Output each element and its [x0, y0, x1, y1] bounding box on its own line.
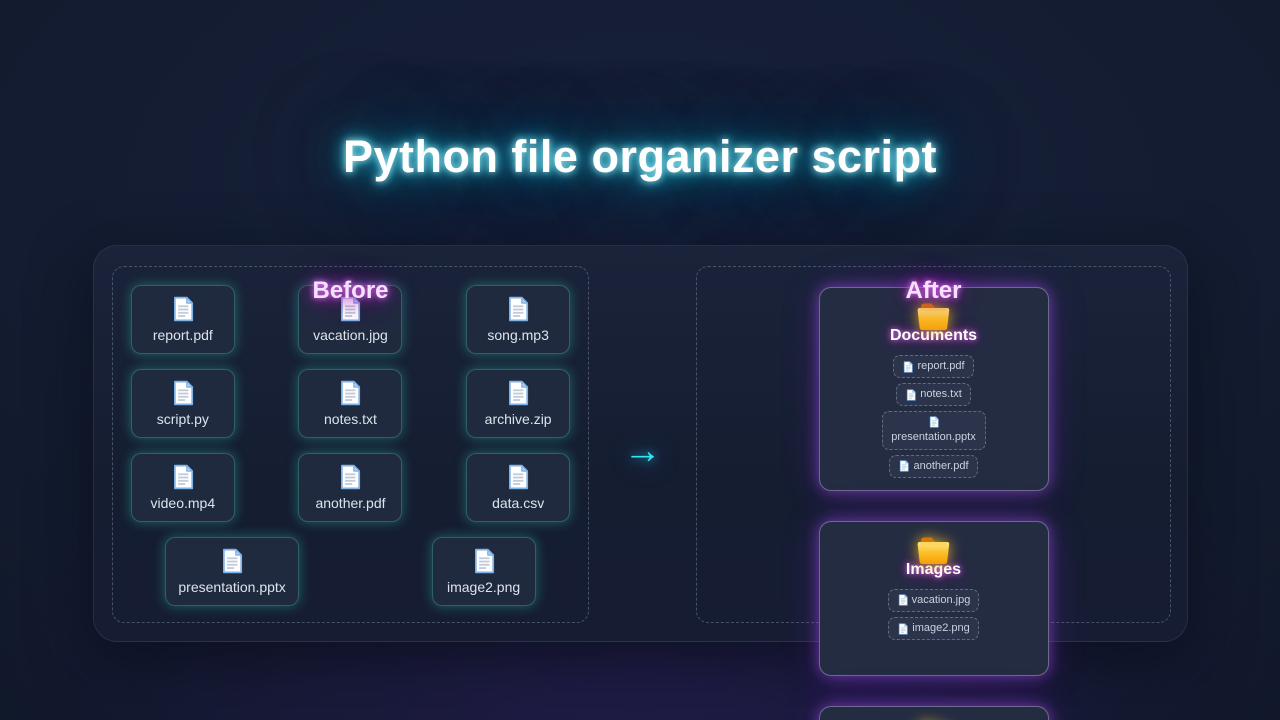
file-card[interactable]: vacation.jpg — [298, 285, 403, 354]
file-name: presentation.pptx — [178, 579, 286, 595]
file-name: song.mp3 — [487, 327, 549, 343]
document-icon — [899, 622, 908, 635]
document-icon — [173, 380, 193, 406]
file-name: archive.zip — [484, 411, 552, 427]
after-section: After Documents report.pdf — [696, 266, 1171, 720]
file-chip[interactable]: vacation.jpg — [887, 588, 980, 612]
file-name: image2.png — [447, 579, 521, 595]
file-chip[interactable]: notes.txt — [896, 383, 971, 407]
folder-card[interactable]: Videos — [818, 705, 1049, 720]
file-name: report.pdf — [152, 327, 213, 343]
folder-file-list: vacation.jpg image2.png — [830, 588, 1038, 641]
file-chip[interactable]: report.pdf — [893, 355, 974, 379]
file-name: notes.txt — [324, 411, 377, 427]
document-icon — [173, 464, 193, 490]
file-card[interactable]: notes.txt — [298, 369, 403, 438]
file-card[interactable]: data.csv — [466, 453, 571, 522]
document-icon — [341, 296, 361, 322]
file-card[interactable]: report.pdf — [130, 285, 235, 354]
file-card[interactable]: presentation.pptx — [165, 537, 299, 606]
document-icon — [223, 548, 243, 574]
document-icon — [900, 460, 910, 472]
file-name: another.pdf — [315, 495, 386, 511]
file-name: script.py — [156, 411, 209, 427]
folder-icon — [917, 537, 949, 564]
file-card[interactable]: video.mp4 — [130, 453, 235, 522]
file-chip-name: image2.png — [912, 621, 970, 634]
file-name: data.csv — [492, 495, 545, 511]
document-icon — [509, 380, 529, 406]
file-chip-name: another.pdf — [913, 459, 969, 472]
document-icon — [904, 360, 914, 373]
document-icon — [898, 594, 908, 606]
file-chip[interactable]: image2.png — [888, 616, 979, 641]
after-folder-list: Documents report.pdf notes.txt — [697, 287, 1170, 720]
document-icon — [173, 296, 193, 322]
folder-name: Documents — [889, 327, 978, 344]
file-name: vacation.jpg — [313, 327, 388, 343]
document-icon — [341, 380, 361, 406]
document-icon — [509, 296, 529, 322]
file-card[interactable]: song.mp3 — [466, 285, 571, 354]
file-chip-name: presentation.pptx — [891, 431, 976, 444]
file-chip-name: notes.txt — [920, 388, 962, 401]
file-chip-name: vacation.jpg — [911, 593, 971, 606]
arrow-right-icon: → — [623, 430, 662, 472]
before-section: Before report.pdf vacation.jpg — [112, 266, 589, 623]
folder-icon — [917, 303, 949, 330]
folder-name: Images — [905, 560, 962, 578]
file-card[interactable]: script.py — [130, 369, 235, 438]
file-chip-name: report.pdf — [917, 360, 965, 372]
document-icon — [341, 464, 361, 490]
document-icon — [929, 416, 939, 429]
main-panel: Before report.pdf vacation.jpg — [93, 245, 1188, 720]
folder-card[interactable]: Documents report.pdf notes.txt — [818, 287, 1049, 491]
file-card[interactable]: another.pdf — [298, 453, 403, 522]
document-icon — [474, 548, 494, 574]
file-name: video.mp4 — [150, 495, 216, 511]
folder-card[interactable]: Images vacation.jpg image2.png — [818, 520, 1049, 676]
file-chip[interactable]: presentation.pptx — [881, 411, 986, 450]
page-title: Python file organizer script — [342, 131, 938, 182]
document-icon — [907, 389, 916, 401]
before-file-grid: report.pdf vacation.jpg song.mp3 — [113, 285, 588, 622]
file-chip[interactable]: another.pdf — [889, 454, 978, 478]
document-icon — [509, 464, 529, 490]
file-card[interactable]: image2.png — [431, 537, 536, 606]
folder-file-list: report.pdf notes.txt presentation.pptx — [830, 355, 1038, 478]
file-card[interactable]: archive.zip — [466, 369, 571, 438]
